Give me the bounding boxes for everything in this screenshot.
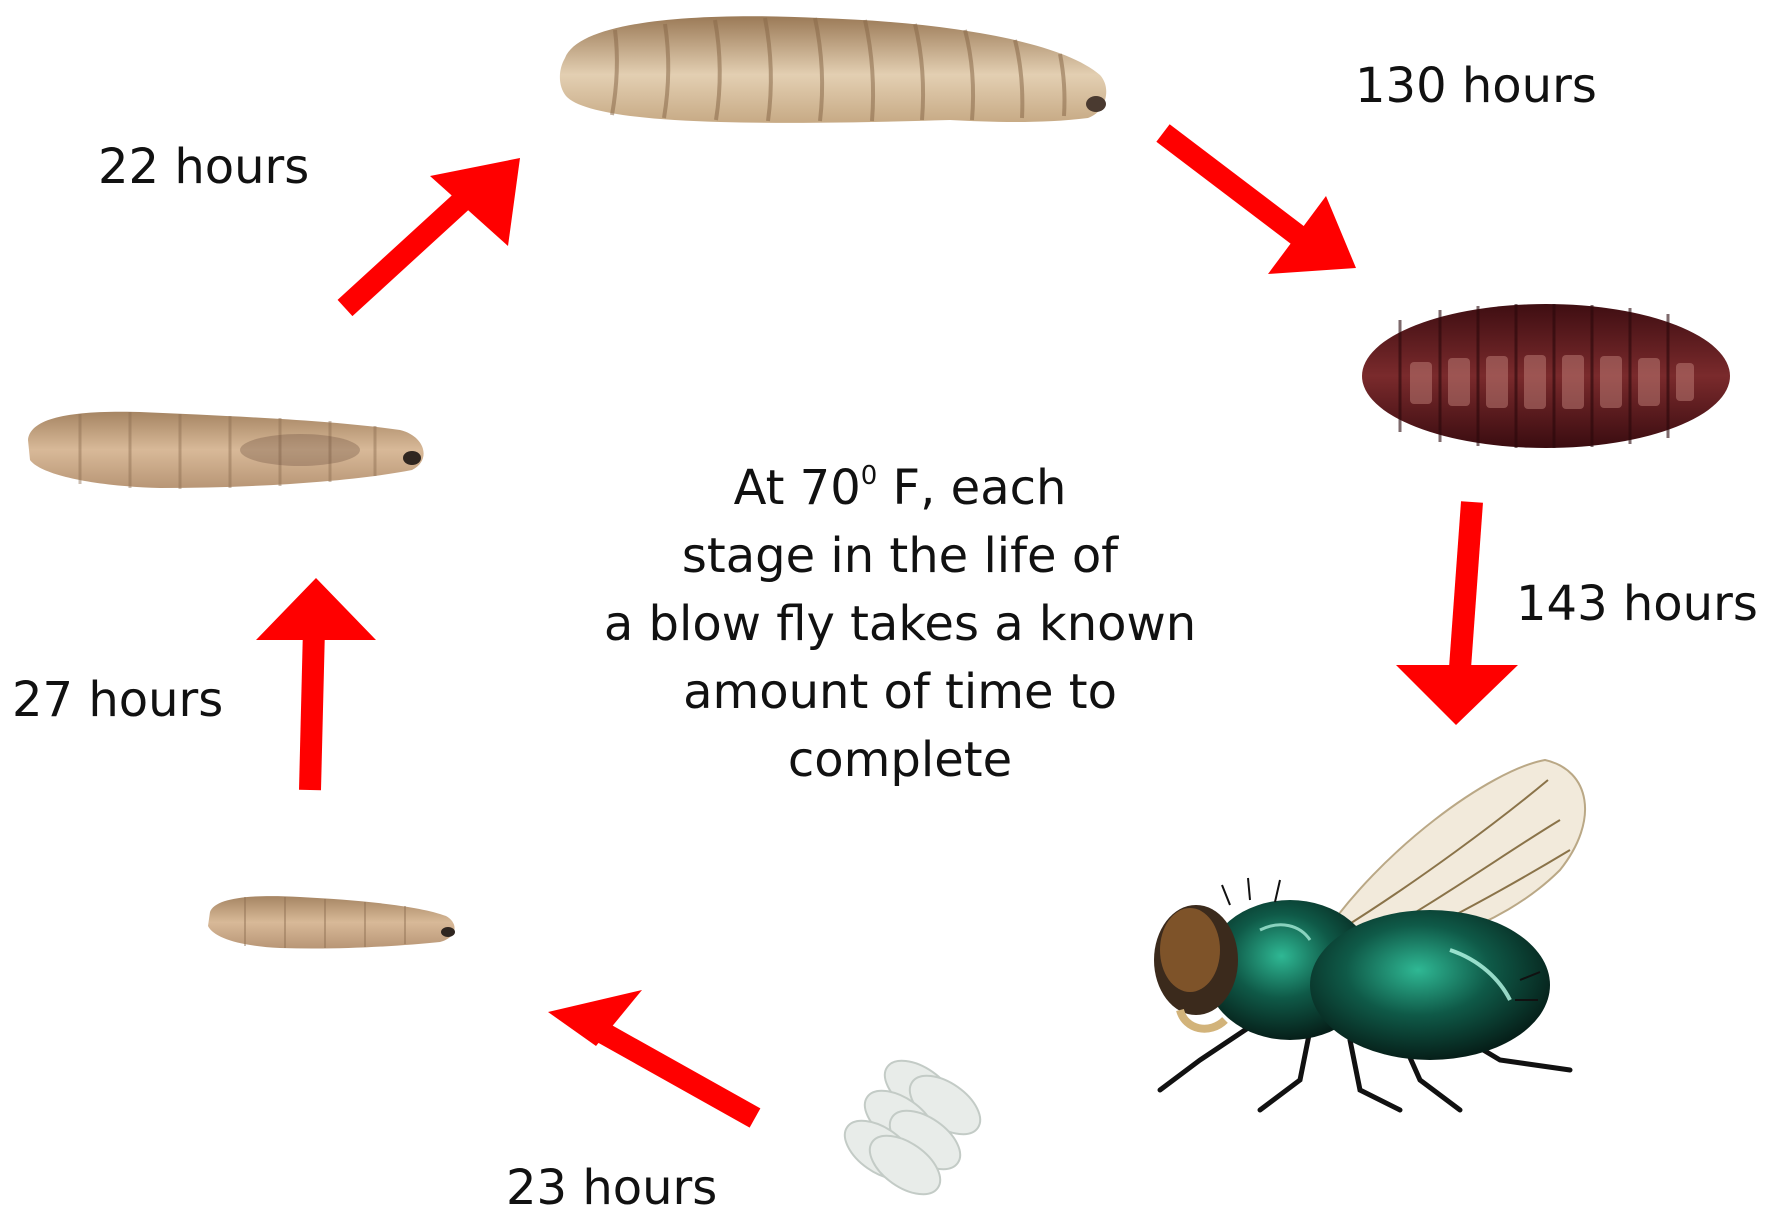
duration-label-egg: 23 hours: [506, 1164, 717, 1212]
large-larva-icon: [560, 16, 1106, 123]
caption-line-3: a blow fly takes a known: [560, 590, 1240, 658]
medium-larva-icon: [28, 412, 424, 489]
small-larva-icon: [208, 896, 455, 948]
duration-label-third: 143 hours: [1516, 580, 1758, 628]
arrow-pupa-to-adult: [1396, 502, 1518, 725]
arrow-medium-larva-to-large-larva: [345, 158, 520, 308]
arrow-large-larva-to-pupa: [1163, 133, 1356, 274]
duration-label-first: 22 hours: [98, 143, 309, 191]
arrow-egg-to-small-larva: [548, 990, 755, 1118]
caption-line-1: At 700 F, each: [560, 442, 1240, 522]
blow-fly-icon: [1154, 760, 1585, 1110]
caption-line-4: amount of time to: [560, 658, 1240, 726]
duration-label-second: 130 hours: [1355, 62, 1597, 110]
caption-line-5: complete: [560, 726, 1240, 794]
arrow-small-larva-to-medium-larva: [256, 578, 376, 790]
duration-label-pupa: 27 hours: [12, 676, 223, 724]
caption-line-2: stage in the life of: [560, 522, 1240, 590]
egg-cluster-icon: [835, 1049, 991, 1206]
pupa-icon: [1362, 304, 1730, 448]
center-caption: At 700 F, each stage in the life of a bl…: [560, 442, 1240, 794]
